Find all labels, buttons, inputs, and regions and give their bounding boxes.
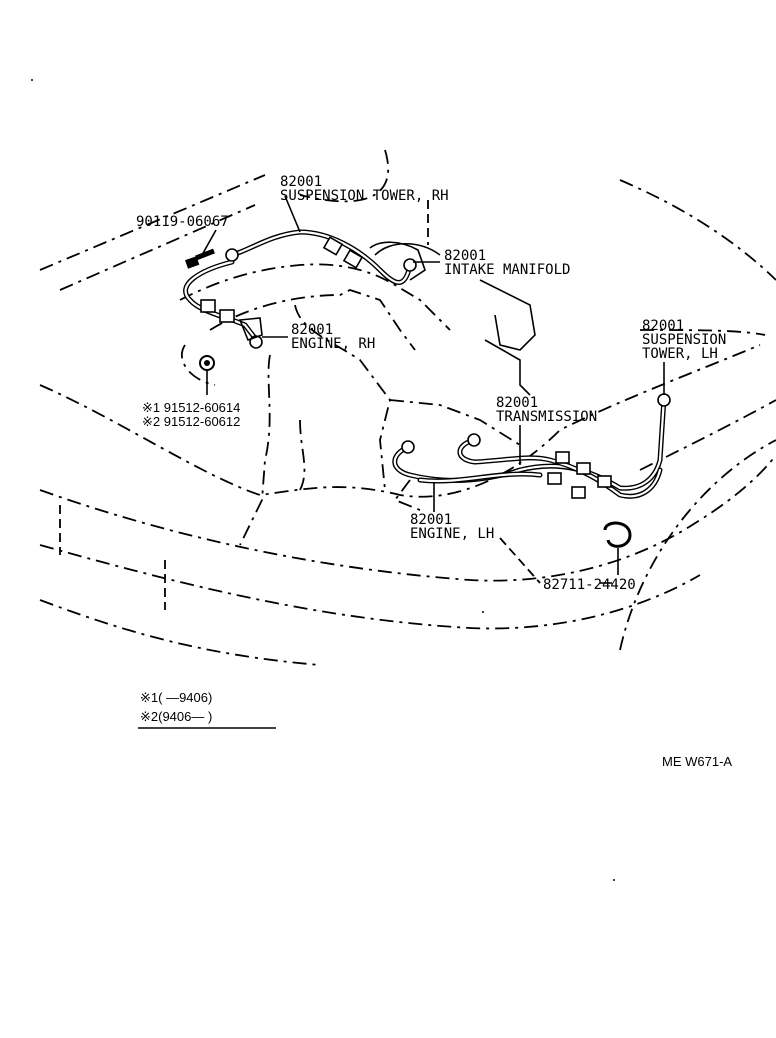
terminal-intake	[403, 258, 417, 272]
trans-top	[389, 399, 521, 446]
wire-sleeve-2	[342, 249, 364, 269]
trans-partno: 82001	[496, 395, 538, 411]
ground-wire-rh	[183, 229, 426, 349]
susp-lh-label-1: SUSPENSION	[642, 332, 726, 348]
drawing-code: ME W671-A	[662, 754, 732, 769]
engine-bay-lower	[39, 344, 761, 498]
engine-front	[239, 354, 271, 546]
nut-partno-2: ※2 91512-60612	[142, 414, 240, 429]
wire-sleeve-8	[547, 472, 562, 485]
wire-sleeve-4	[219, 309, 235, 323]
hood-inner-line	[59, 204, 256, 291]
intake-label: INTAKE MANIFOLD	[444, 262, 570, 278]
terminal-rh-susp	[225, 248, 239, 262]
nut-partno-1: ※1 91512-60614	[142, 400, 240, 415]
wheel-arch	[619, 439, 776, 651]
legend: ※1( —9406) ※2(9406— )	[138, 690, 276, 729]
engine-rh-bracket	[238, 317, 263, 342]
nut-icon	[199, 355, 215, 395]
susp-lh-partno: 82001	[642, 318, 684, 334]
body-outline	[39, 149, 776, 666]
legend-row-1: ※1( —9406)	[140, 690, 212, 705]
susp-rh-label: SUSPENSION TOWER, RH	[280, 188, 449, 204]
engine-top	[179, 263, 451, 331]
fender-lh-line	[619, 179, 776, 281]
engine-lh-label: ENGINE, LH	[410, 526, 494, 542]
manifold-pipe	[484, 339, 531, 396]
engine-rh-side	[180, 344, 216, 386]
engine-mid	[294, 304, 391, 491]
wire-sleeve-9	[571, 486, 586, 499]
leader-lines	[201, 195, 665, 584]
engine-outline	[179, 263, 521, 546]
terminal-engine-lh	[401, 440, 415, 454]
wire-rh-lower	[183, 259, 261, 345]
wire-sleeve-1	[322, 236, 344, 256]
callout-labels: 82001 SUSPENSION TOWER, RH 90119-06067 8…	[136, 174, 726, 593]
fender-lh-inner	[639, 329, 766, 336]
engine-contour	[299, 419, 306, 491]
intake-partno: 82001	[444, 248, 486, 264]
ground-wire-lh	[392, 393, 671, 499]
clamp-icon	[603, 521, 632, 575]
wire-sleeve-3	[200, 299, 216, 313]
legend-row-2: ※2(9406— )	[140, 709, 212, 724]
bumper-upper	[39, 454, 776, 582]
bumper-lower	[39, 599, 321, 666]
manifold-bracket	[479, 279, 536, 351]
bumper-mid	[39, 544, 701, 630]
cylinder-head	[209, 289, 416, 351]
wire-sleeve-6	[576, 462, 591, 475]
hood-edge-line	[39, 174, 266, 271]
susp-lh-label-2: TOWER, LH	[642, 346, 718, 362]
trans-label: TRANSMISSION	[496, 409, 597, 425]
bolt-partno: 90119-06067	[136, 214, 229, 230]
susp-rh-partno: 82001	[280, 174, 322, 190]
wire-sleeve-7	[597, 475, 612, 488]
engine-rh-partno: 82001	[291, 322, 333, 338]
wire-sleeve-5	[555, 451, 570, 464]
terminal-lh-susp	[657, 393, 671, 407]
trans-bottom	[393, 479, 421, 511]
engine-rh-label: ENGINE, RH	[291, 336, 375, 352]
bolt-icon	[184, 248, 215, 269]
terminal-trans	[467, 433, 481, 447]
wire-rh-upper	[229, 229, 413, 285]
engine-lh-partno: 82001	[410, 512, 452, 528]
intake-bracket	[369, 241, 426, 281]
clamp-partno: 82711-24420	[543, 577, 636, 593]
